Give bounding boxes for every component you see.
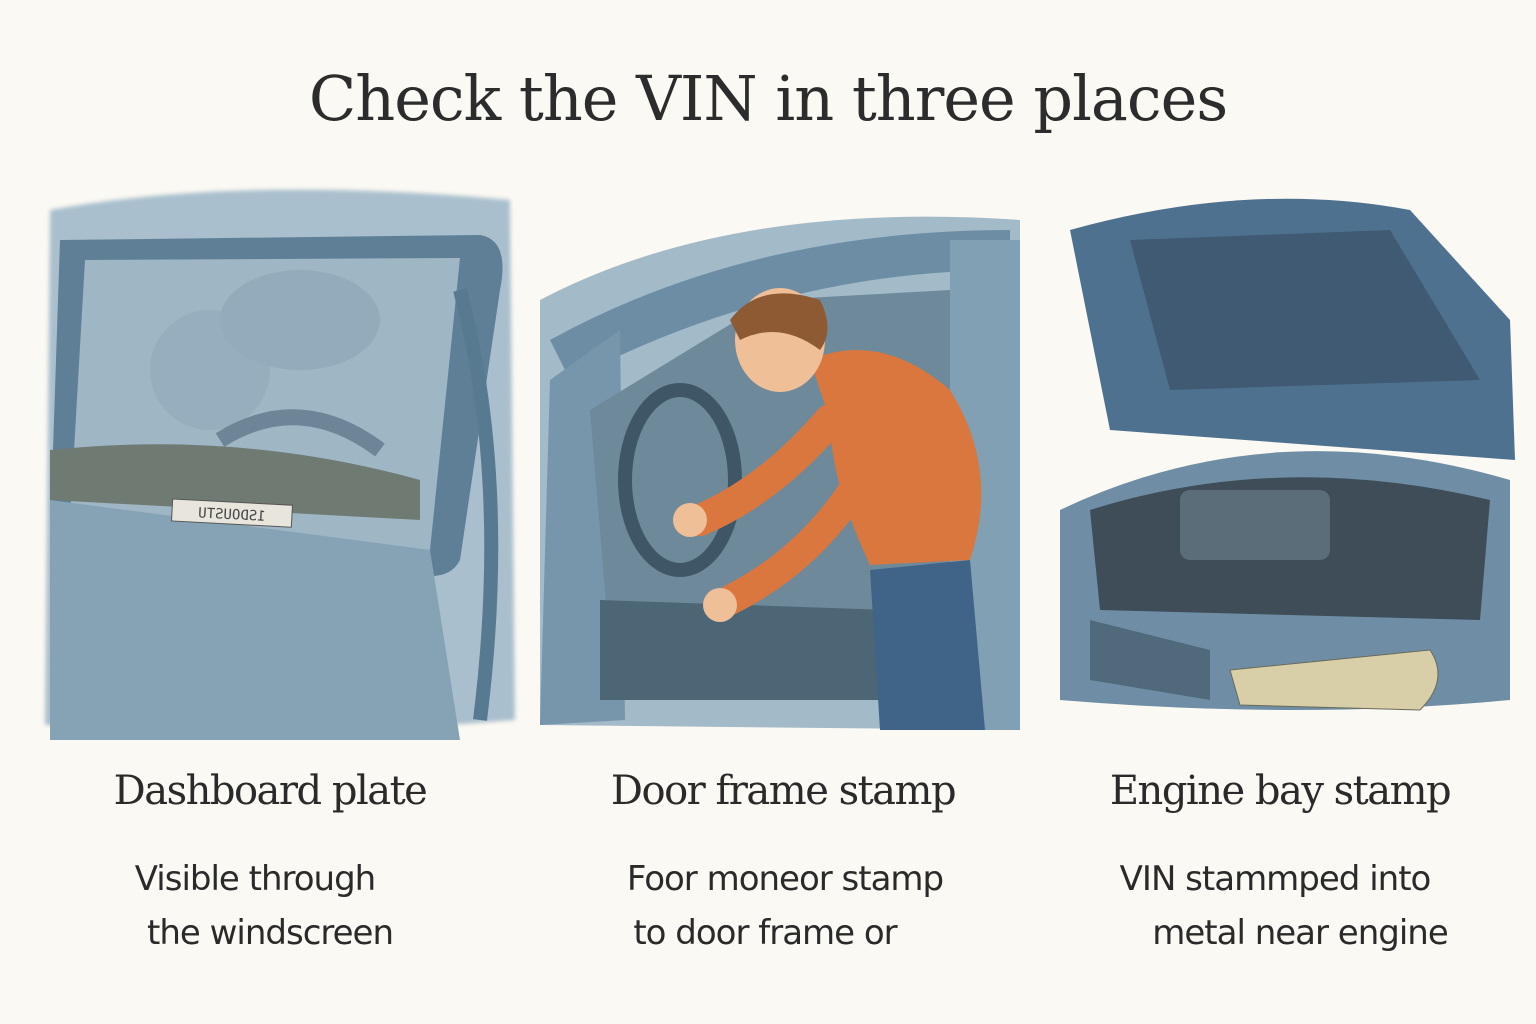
description-line: VIN stammped into [1119, 859, 1432, 899]
description-line: the windscreen [146, 913, 394, 953]
door-frame-illustration [530, 180, 1025, 740]
description-line: metal near engine [1152, 913, 1449, 953]
description-door-frame-stamp: Foor moneor stamp to door frame or [560, 852, 1010, 960]
description-engine-bay-stamp: VIN stammped into metal near engine [1070, 852, 1510, 960]
page-title: Check the VIN in three places [308, 62, 1228, 135]
description-line: Visible through [134, 859, 376, 899]
engine-bay-illustration [1050, 180, 1520, 740]
caption-dashboard-plate: Dashboard plate [113, 768, 428, 814]
dashboard-illustration: 1SDOUSTU [40, 180, 520, 740]
description-line: to door frame or [633, 913, 897, 953]
vin-plate-text: 1SDOUSTU [198, 505, 266, 525]
caption-door-frame-stamp: Door frame stamp [610, 768, 957, 814]
caption-engine-bay-stamp: Engine bay stamp [1109, 768, 1452, 814]
description-dashboard-plate: Visible through the windscreen [60, 852, 480, 960]
description-line: Foor moneor stamp [626, 859, 944, 899]
